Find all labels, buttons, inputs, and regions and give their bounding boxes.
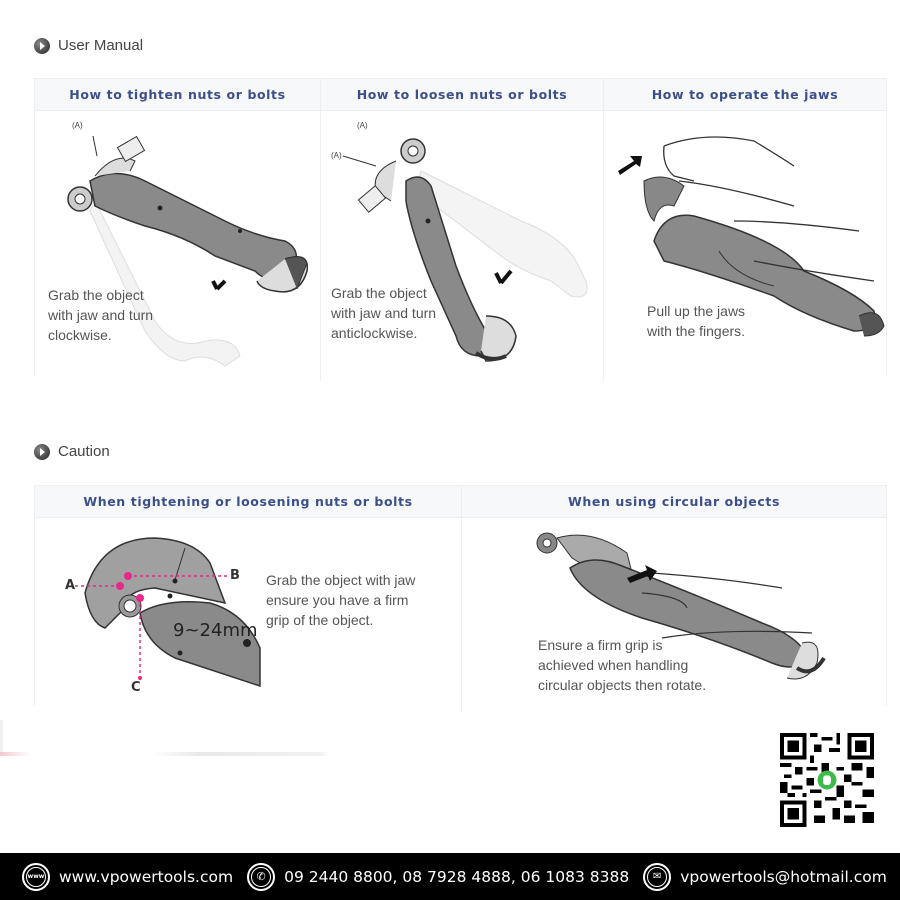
label-a: (A) — [72, 121, 83, 130]
label-a-side: (A) — [331, 151, 342, 160]
arrow-bullet-icon — [34, 37, 50, 54]
qr-code[interactable] — [780, 733, 874, 827]
website-link[interactable]: www www.vpowertools.com — [22, 862, 234, 891]
email-link[interactable]: ✉ vpowertools@hotmail.com — [643, 862, 887, 891]
circular-objects-heading: When using circular objects — [462, 486, 886, 518]
email-text[interactable]: vpowertools@hotmail.com — [680, 867, 887, 886]
website-text[interactable]: www.vpowertools.com — [59, 867, 234, 886]
circular-objects-cell: Ensure a firm grip is achieved when hand… — [462, 518, 886, 711]
section-title-user-manual: User Manual — [34, 37, 143, 54]
hand-operating-jaws-illustration — [618, 136, 885, 337]
operate-jaws-heading: How to operate the jaws — [604, 79, 886, 111]
user-manual-title: User Manual — [58, 37, 144, 54]
phone-text[interactable]: 09 2440 8800, 08 7928 4888, 06 1083 8388 — [284, 867, 630, 886]
contact-footer: www www.vpowertools.com ✆ 09 2440 8800, … — [0, 853, 900, 900]
operate-jaws-column: How to operate the jaws Pull up the jaws… — [603, 79, 886, 381]
page-edge-artifact — [0, 720, 3, 755]
guide-label-c: C — [131, 680, 141, 695]
hand-circular-grip-illustration — [536, 532, 826, 680]
wrench-loosen-illustration — [342, 138, 588, 362]
tighten-caption: Grab the object with jaw and turn clockw… — [48, 287, 154, 343]
loosen-column: How to loosen nuts or bolts (A) (A) Grab… — [320, 79, 603, 381]
guide-label-b: B — [230, 568, 240, 583]
loosen-caption: Grab the object with jaw and turn anticl… — [331, 285, 437, 341]
circular-objects-caption: Ensure a firm grip is achieved when hand… — [538, 637, 707, 693]
wrench-tighten-illustration — [67, 135, 309, 367]
label-a-top: (A) — [357, 121, 368, 130]
operate-jaws-caption: Pull up the jaws with the fingers. — [647, 303, 746, 339]
arrow-bullet-icon — [34, 443, 50, 460]
mail-icon: ✉ — [643, 862, 672, 891]
operate-jaws-illustration-cell: Pull up the jaws with the fingers. — [604, 111, 886, 381]
tighten-loosen-caution-heading: When tightening or loosening nuts or bol… — [35, 486, 461, 518]
section-title-caution: Caution — [34, 443, 110, 460]
tighten-illustration-cell: (A) Grab the object with jaw and turn cl… — [35, 111, 320, 381]
caution-table: When tightening or loosening nuts or bol… — [34, 485, 887, 711]
tighten-heading: How to tighten nuts or bolts — [35, 79, 320, 111]
wrench-size-text: 9~24mm — [173, 620, 258, 641]
loosen-illustration-cell: (A) (A) Grab the object with jaw and tur… — [321, 111, 603, 381]
jaw-grip-diagram: 9~24mm — [75, 537, 261, 688]
caution-title: Caution — [58, 443, 110, 460]
tighten-column: How to tighten nuts or bolts (A) Grab th… — [35, 79, 320, 381]
user-manual-table: How to tighten nuts or bolts (A) Grab th… — [34, 78, 887, 381]
circular-objects-column: When using circular objects Ensure a fir… — [461, 486, 886, 711]
loosen-heading: How to loosen nuts or bolts — [321, 79, 603, 111]
tighten-loosen-caution-column: When tightening or loosening nuts or bol… — [35, 486, 461, 711]
guide-label-a: A — [65, 578, 76, 593]
www-icon: www — [22, 862, 50, 891]
tighten-loosen-caution-caption: Grab the object with jaw ensure you have… — [266, 572, 416, 628]
page-shadow-artifact — [0, 752, 330, 756]
tighten-loosen-caution-cell: 9~24mm A B C Grab the object with jaw en… — [35, 518, 461, 711]
phone-icon: ✆ — [247, 862, 276, 891]
phone-numbers[interactable]: ✆ 09 2440 8800, 08 7928 4888, 06 1083 83… — [247, 862, 630, 891]
